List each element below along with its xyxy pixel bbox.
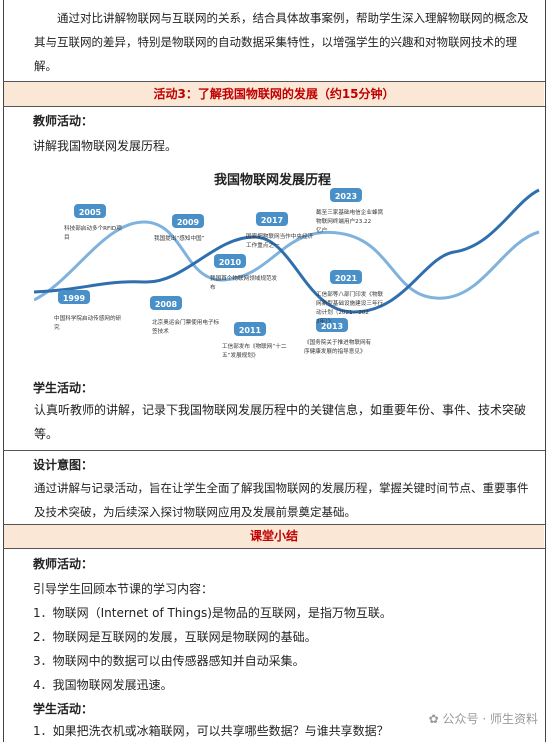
event-text: 布 bbox=[210, 283, 216, 291]
student-text: 认真听教师的讲解，记录下我国物联网发展历程中的关键信息，如重要年份、事件、技术突… bbox=[34, 403, 527, 441]
intro-paragraph: 通过对比讲解物联网与互联网的关系，结合具体故事案例，帮助学生深入理解物联网的概念… bbox=[34, 11, 529, 73]
event-text: 究 bbox=[54, 323, 60, 331]
wechat-icon: ✿ bbox=[428, 712, 439, 726]
event-text: 物联网终端用户23.22 bbox=[316, 217, 371, 225]
event-text: 截至三家基础电信企业蜂窝 bbox=[316, 208, 384, 216]
event-text: 工作重点之一 bbox=[246, 241, 280, 249]
timeline-event-2011: 2011 工信部发布《物联网“十二五”发展规划》 bbox=[222, 322, 287, 359]
event-text: 《国务院关于推进物联网有 bbox=[304, 338, 372, 346]
year-badge bbox=[330, 188, 362, 202]
divider bbox=[3, 524, 545, 525]
year-label: 2008 bbox=[155, 300, 178, 309]
divider bbox=[3, 106, 545, 107]
timeline-event-2021: 2021 工信部等八部门印发《物联网新型基础设施建设三年行动计划（2021—202… bbox=[316, 270, 384, 325]
event-text: 中国科学院启动传感网的研 bbox=[54, 314, 122, 322]
event-text: 亿户 bbox=[316, 226, 327, 234]
year-badge bbox=[316, 318, 348, 332]
divider bbox=[3, 548, 545, 549]
timeline-event-2009: 2009 我国提出“感知中国” bbox=[154, 214, 205, 242]
year-label: 2017 bbox=[261, 216, 283, 225]
year-badge bbox=[330, 270, 362, 284]
activity3-title: 活动3：了解我国物联网的发展（约15分钟） bbox=[4, 82, 544, 106]
year-label: 2009 bbox=[177, 218, 200, 227]
year-label: 2021 bbox=[335, 274, 358, 283]
teacher-text: 讲解我国物联网发展历程。 bbox=[33, 139, 178, 153]
year-badge bbox=[172, 214, 204, 228]
year-badge bbox=[58, 290, 90, 304]
event-text: 网新型基础设施建设三年行 bbox=[316, 299, 384, 307]
event-text: 工信部等八部门印发《物联 bbox=[316, 290, 384, 298]
summary-question: 1．如果把洗衣机或冰箱联网，可以共享哪些数据？与谁共享数据？ bbox=[33, 724, 389, 738]
watermark-text: 公众号 · 师生资料 bbox=[442, 712, 538, 726]
year-label: 1999 bbox=[63, 294, 86, 303]
event-text: 3年）》 bbox=[316, 317, 334, 325]
summary-point-1: 1．物联网（Internet of Things)是物品的互联网，是指万物互联。 bbox=[33, 606, 392, 620]
teacher-label: 教师活动： bbox=[33, 114, 94, 128]
divider bbox=[3, 81, 545, 82]
event-text: 五”发展规划》 bbox=[222, 351, 258, 359]
year-badge bbox=[214, 254, 246, 268]
timeline-curve-front bbox=[34, 188, 540, 314]
watermark: ✿ 公众号 · 师生资料 bbox=[429, 710, 538, 727]
event-text: 国家把物联网当作中央经济 bbox=[246, 232, 314, 240]
summary-point-3: 3．物联网中的数据可以由传感器感知并自动采集。 bbox=[33, 654, 305, 668]
year-label: 2010 bbox=[219, 258, 242, 267]
divider bbox=[3, 450, 545, 451]
year-badge bbox=[234, 322, 266, 336]
summary-intro: 引导学生回顾本节课的学习内容： bbox=[33, 582, 214, 596]
event-text: 工信部发布《物联网“十二 bbox=[222, 342, 287, 350]
timeline-title: 我国物联网发展历程 bbox=[214, 172, 331, 188]
event-text: 科技部启动多个RFID项 bbox=[64, 224, 122, 232]
summary-teacher-label: 教师活动： bbox=[33, 557, 94, 571]
student-label: 学生活动： bbox=[33, 381, 94, 395]
year-badge bbox=[74, 204, 106, 218]
event-text: 序健康发展的指导意见》 bbox=[304, 347, 366, 355]
event-text: 动计划（2021—202 bbox=[316, 308, 369, 316]
summary-title: 课堂小结 bbox=[4, 525, 544, 548]
summary-point-4: 4．我国物联网发展迅速。 bbox=[33, 678, 173, 692]
event-text: 我国提出“感知中国” bbox=[154, 234, 205, 242]
event-text: 签技术 bbox=[152, 327, 169, 335]
summary-student-label: 学生活动： bbox=[33, 702, 94, 716]
document-frame bbox=[3, 0, 546, 742]
year-badge bbox=[150, 296, 182, 310]
year-label: 2005 bbox=[79, 208, 102, 217]
event-text: 我国首个物联网领域规范发 bbox=[210, 274, 278, 282]
event-text: 目 bbox=[64, 234, 70, 241]
year-label: 2011 bbox=[239, 326, 262, 335]
year-label: 2023 bbox=[335, 192, 357, 201]
design-text: 通过讲解与记录活动，旨在让学生全面了解我国物联网的发展历程，掌握关键时间节点、重… bbox=[34, 481, 529, 519]
year-badge bbox=[256, 212, 288, 226]
design-label: 设计意图： bbox=[33, 458, 94, 472]
event-text: 北京奥运会门票使用电子标 bbox=[152, 318, 220, 326]
summary-point-2: 2．物联网是互联网的发展，互联网是物联网的基础。 bbox=[33, 630, 317, 644]
year-label: 2013 bbox=[321, 322, 343, 331]
